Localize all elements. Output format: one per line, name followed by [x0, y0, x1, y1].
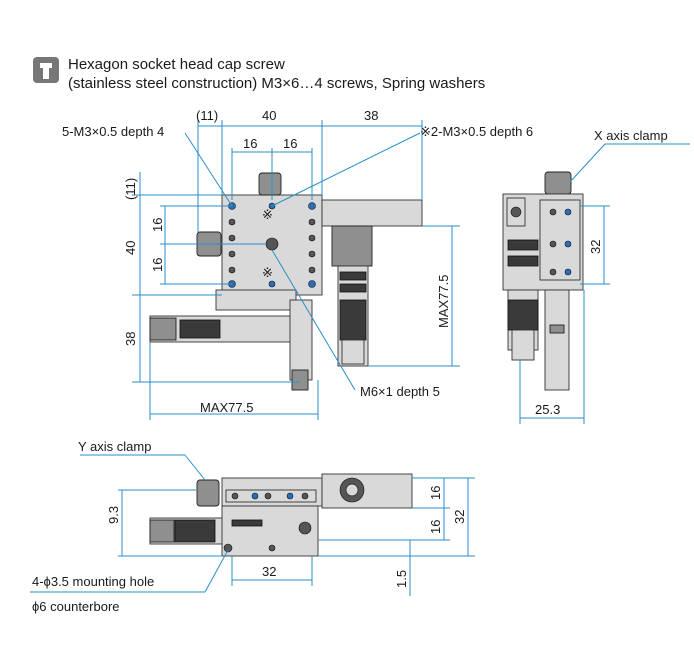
dim-16-c: 16: [150, 218, 165, 232]
callout-ref-holes: ※2-M3×0.5 depth 6: [420, 124, 533, 139]
x-micrometer-barrel: [331, 225, 373, 267]
counterbore-callout: ϕ6 counterbore: [32, 599, 120, 614]
legend-line-2: (stainless steel construction) M3×6…4 sc…: [68, 75, 485, 92]
dim-32-front: 32: [452, 510, 467, 524]
dim-16-b: 16: [283, 136, 297, 151]
dim-11-top: (11): [196, 108, 218, 123]
dim-38-left: 38: [123, 332, 138, 346]
y-axis-clamp-label: Y axis clamp: [78, 439, 151, 454]
dim-32-side: 32: [588, 240, 603, 254]
callout-tapped-holes: 5-M3×0.5 depth 4: [62, 124, 164, 139]
dim-max-bottom: MAX77.5: [200, 400, 253, 415]
dim-16-f: 16: [428, 520, 443, 534]
dim-16-a: 16: [243, 136, 257, 151]
mounting-holes-top: [228, 202, 316, 288]
screw-icon: [33, 57, 59, 83]
callout-m6: M6×1 depth 5: [360, 384, 440, 399]
mounting-hole-callout: 4-ϕ3.5 mounting hole: [32, 574, 154, 589]
x-clamp-knob-top: [258, 172, 282, 196]
top-view: ※ ※: [62, 108, 533, 420]
dim-40-top: 40: [262, 108, 276, 123]
ref-mark-a: ※: [262, 207, 273, 222]
dim-11-left: (11): [123, 178, 138, 200]
legend: Hexagon socket head cap screw (stainless…: [33, 56, 485, 92]
legend-line-1: Hexagon socket head cap screw: [68, 56, 285, 73]
dim-1-5: 1.5: [394, 570, 409, 588]
side-view: X axis clamp 32 25.3: [502, 128, 690, 424]
dim-32-bottom: 32: [262, 564, 276, 579]
ref-mark-b: ※: [262, 265, 273, 280]
lower-slide: [215, 289, 297, 311]
dim-16-e: 16: [428, 486, 443, 500]
dim-16-d: 16: [150, 258, 165, 272]
dim-max-right: MAX77.5: [436, 275, 451, 328]
x-micrometer-body: [321, 199, 423, 227]
top-view-dimensions: [132, 120, 460, 420]
dim-40-left: 40: [123, 241, 138, 255]
x-clamp-knob-side: [544, 171, 572, 195]
y-clamp-knob-front: [196, 479, 220, 507]
x-axis-clamp-label: X axis clamp: [594, 128, 668, 143]
front-view: Y axis clamp 9.3 16 16 32 32 1.5 4-ϕ3.5 …: [30, 439, 475, 614]
dim-9-3: 9.3: [106, 506, 121, 524]
dim-25-3: 25.3: [535, 402, 560, 417]
dim-38-top: 38: [364, 108, 378, 123]
